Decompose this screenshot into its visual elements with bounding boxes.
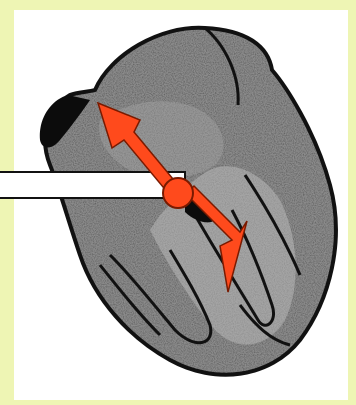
image-panel [14,10,348,400]
circle-marker-icon [163,178,193,208]
